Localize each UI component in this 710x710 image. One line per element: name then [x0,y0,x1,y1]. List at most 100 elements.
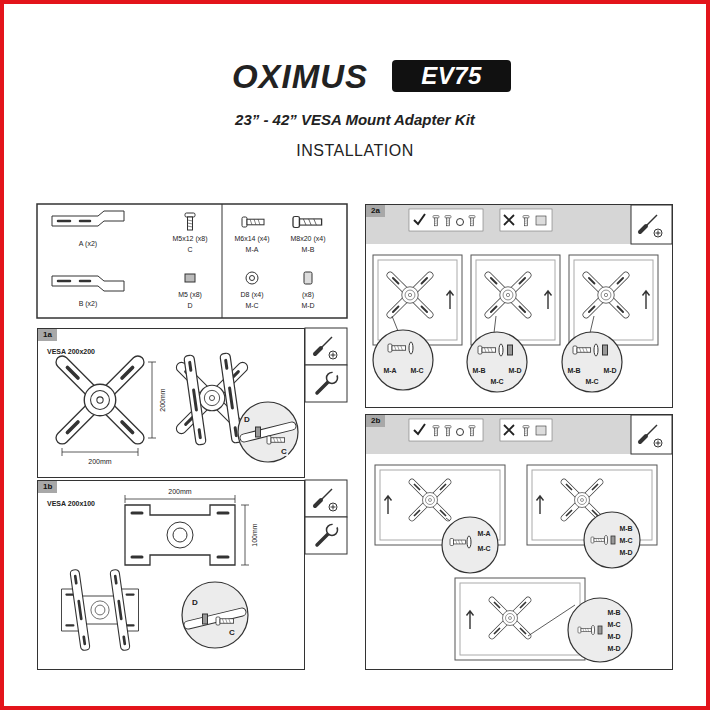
part-code: M-A [382,367,397,374]
dimension: 200mm [159,387,166,412]
node-title: 2a [366,205,385,217]
dimension-line [62,448,138,456]
step-1a-art [305,365,347,402]
up-arrow [467,611,474,629]
detail-circle [584,512,640,568]
part-code: C [186,246,193,253]
vesa-plate [492,600,528,636]
part-label: D8 (x4) [240,291,265,298]
callout-letter: D [243,416,251,424]
step-2b-art [365,414,673,454]
screwdriver-icon [640,215,662,237]
washer-symbol [409,342,413,354]
screw-symbol [578,627,591,633]
up-arrow [447,291,454,309]
tv-back [476,260,555,340]
part-label: (x8) [301,291,315,298]
washer-symbol [250,276,255,281]
part-code: M-D [606,633,621,640]
step-2b-art [365,414,673,662]
detail-circle [238,402,298,462]
tv-back [373,255,462,345]
part-code: M-C [618,537,633,544]
step-panel: 1bVESA 200x100 [37,480,305,670]
hardware-icons [409,419,552,441]
node-text: VESA 200x100 [46,500,96,507]
part-code: M-D [618,549,633,556]
part-code: M-B [618,525,633,532]
up-arrow [545,291,552,309]
washer-symbol [594,344,598,356]
detail-circle [373,330,433,390]
adapter-arm [110,569,130,650]
washer-symbol [604,535,607,545]
part-label: B (x2) [78,300,99,307]
nut-symbol [603,345,608,355]
tv-back [373,255,658,345]
spacer-symbol [304,272,312,284]
dimension: 100mm [251,522,258,547]
up-arrow [643,291,650,309]
callout-letter: D [191,599,199,607]
brand-logo: OXIMUS [231,60,369,93]
nut-symbol [508,345,513,355]
part-code: D [186,302,193,309]
part-code: M-C [489,378,504,385]
screwdriver-icon [315,489,337,511]
bracket-b [58,280,90,283]
detail-circle [467,332,527,392]
detail-circle [568,598,632,662]
step-panel: 2a [365,204,673,408]
dimension-line [241,505,249,565]
part-code: M-A [476,530,491,537]
node-title: 1a [38,329,57,341]
step-2b-art [631,415,672,454]
nut-symbol [598,626,602,634]
part-code: M-C [606,621,621,628]
screw-symbol [450,539,465,546]
title: 23” - 42” VESA Mount Adapter Kit [0,112,710,127]
screw-symbol [478,346,496,354]
vesa-plate [412,482,448,518]
dimension: 200mm [87,458,112,465]
part-code: M-B [301,246,316,253]
part-code: M-B [606,609,621,616]
bracket-a [58,220,90,223]
step-1b-art [305,480,347,517]
node-title: 1b [38,481,57,493]
detail-arm [188,612,242,625]
detail-circle [562,332,622,392]
part-code: M-C [476,545,491,552]
parts-panel [37,204,347,318]
screw-symbol [293,217,322,228]
tv-back [460,583,580,655]
hardware-icons [409,209,552,231]
callout-letter: C [228,629,236,637]
tv-back [375,465,505,545]
detail-circle [182,582,248,648]
heading: INSTALLATION [295,143,414,159]
tv-back [380,470,500,540]
washer-symbol [246,272,258,284]
screwdriver-icon [315,337,337,359]
part-code: M-D [507,367,522,374]
screw-symbol [185,213,195,230]
part-code: M-B [566,367,581,374]
tv-back [574,260,653,340]
dimension-line [148,362,156,438]
vesa-plate [390,275,430,315]
up-arrow [385,496,392,514]
vesa-plate [488,275,528,315]
step-panel: 1aVESA 200x200 [37,328,305,478]
part-label: M5x12 (x8) [171,235,208,242]
part-code: M-D [300,302,315,309]
step-1b-art [305,517,347,554]
vesa-plate [62,362,138,438]
nut-symbol [185,274,195,282]
parts-panel [222,204,223,318]
step-2a-art [365,204,673,392]
screw-symbol [267,436,285,444]
nut-symbol [611,536,615,544]
wrench-icon [317,522,339,545]
screwdriver-icon [640,425,662,447]
